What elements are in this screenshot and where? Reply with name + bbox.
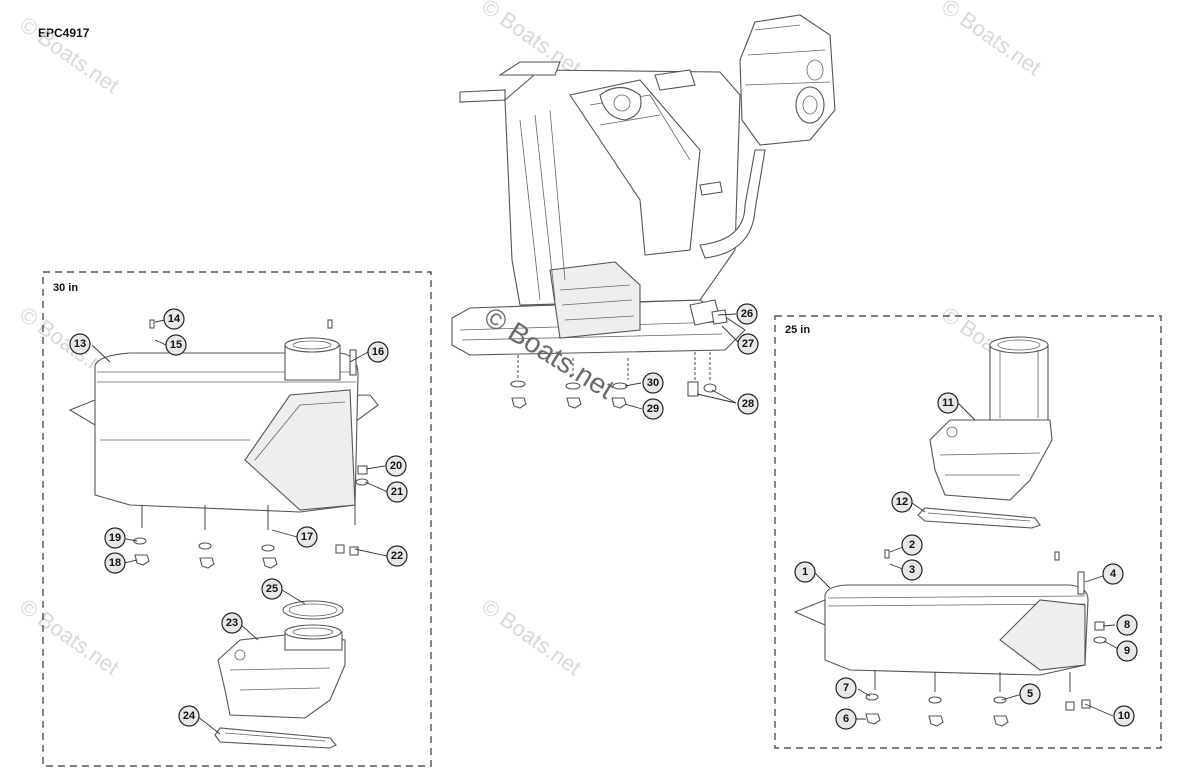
callout-11[interactable]: 11	[937, 392, 959, 414]
callout-7[interactable]: 7	[835, 677, 857, 699]
svg-text:2: 2	[909, 539, 915, 551]
callout-12[interactable]: 12	[891, 491, 913, 513]
callout-1[interactable]: 1	[794, 561, 816, 583]
callout-8[interactable]: 8	[1116, 614, 1138, 636]
callout-30[interactable]: 30	[642, 372, 664, 394]
central-engine-block: © Boats.net	[451, 14, 836, 409]
svg-text:13: 13	[74, 338, 86, 350]
svg-text:26: 26	[741, 308, 753, 320]
callout-13[interactable]: 13	[69, 333, 91, 355]
callout-10[interactable]: 10	[1113, 705, 1135, 727]
callout-2[interactable]: 2	[901, 534, 923, 556]
callout-28[interactable]: 28	[737, 393, 759, 415]
svg-text:18: 18	[109, 557, 121, 569]
group-25-in-label: 25 in	[785, 324, 810, 336]
callout-22[interactable]: 22	[386, 545, 408, 567]
group-25-in: 25 in	[774, 315, 1162, 749]
svg-text:24: 24	[183, 710, 196, 722]
callout-29[interactable]: 29	[642, 398, 664, 420]
watermark: © Boats.net	[15, 12, 124, 99]
svg-text:5: 5	[1027, 688, 1033, 700]
callout-23[interactable]: 23	[221, 612, 243, 634]
callout-18[interactable]: 18	[104, 552, 126, 574]
svg-text:22: 22	[391, 550, 403, 562]
svg-text:28: 28	[742, 398, 754, 410]
group-25-in-boundary	[774, 315, 1162, 749]
svg-text:30: 30	[647, 377, 659, 389]
svg-text:9: 9	[1124, 645, 1130, 657]
callout-24[interactable]: 24	[178, 705, 200, 727]
callout-27[interactable]: 27	[737, 333, 759, 355]
svg-text:27: 27	[742, 338, 754, 350]
svg-text:16: 16	[372, 346, 384, 358]
callout-4[interactable]: 4	[1102, 563, 1124, 585]
svg-text:29: 29	[647, 403, 659, 415]
group-30-in-label: 30 in	[53, 282, 78, 294]
watermark: © Boats.net	[937, 0, 1046, 80]
callouts: 1 2 3 4 5 6 7 8 9 10 11 12 13 14 15 16 1…	[69, 303, 1138, 730]
svg-text:25: 25	[266, 583, 278, 595]
svg-text:14: 14	[168, 313, 181, 325]
svg-text:23: 23	[226, 617, 238, 629]
group-30-in: 30 in	[42, 271, 432, 767]
svg-text:1: 1	[802, 566, 808, 578]
callout-19[interactable]: 19	[104, 527, 126, 549]
group-30-in-boundary	[42, 271, 432, 767]
svg-text:20: 20	[390, 460, 402, 472]
callout-5[interactable]: 5	[1019, 683, 1041, 705]
callout-14[interactable]: 14	[163, 308, 185, 330]
callout-25[interactable]: 25	[261, 578, 283, 600]
svg-text:4: 4	[1110, 568, 1117, 580]
svg-text:21: 21	[391, 486, 403, 498]
callout-3[interactable]: 3	[901, 559, 923, 581]
callout-17[interactable]: 17	[296, 526, 318, 548]
svg-text:11: 11	[942, 397, 954, 409]
svg-text:3: 3	[909, 564, 915, 576]
svg-text:8: 8	[1124, 619, 1130, 631]
watermark: © Boats.net	[15, 594, 124, 681]
callout-16[interactable]: 16	[367, 341, 389, 363]
svg-text:6: 6	[843, 713, 849, 725]
callout-26[interactable]: 26	[736, 303, 758, 325]
svg-text:19: 19	[109, 532, 121, 544]
callout-21[interactable]: 21	[386, 481, 408, 503]
svg-text:7: 7	[843, 682, 849, 694]
svg-text:15: 15	[170, 339, 182, 351]
callout-20[interactable]: 20	[385, 455, 407, 477]
svg-text:12: 12	[896, 496, 908, 508]
callout-6[interactable]: 6	[835, 708, 857, 730]
svg-text:10: 10	[1118, 710, 1130, 722]
callout-15[interactable]: 15	[165, 334, 187, 356]
svg-text:17: 17	[301, 531, 313, 543]
callout-9[interactable]: 9	[1116, 640, 1138, 662]
watermark: © Boats.net	[477, 594, 586, 681]
diagram-code: EPC4917	[38, 26, 90, 40]
